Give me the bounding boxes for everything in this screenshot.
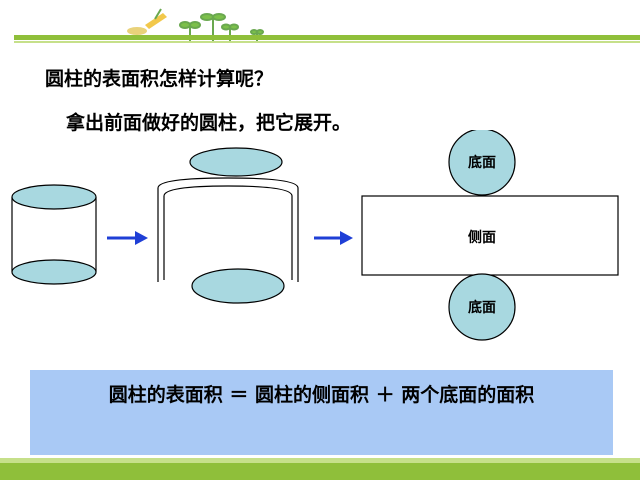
question-heading: 圆柱的表面积怎样计算呢？: [45, 68, 274, 90]
instruction-text: 拿出前面做好的圆柱，把它展开。: [66, 112, 352, 134]
side-label: 侧面: [468, 229, 496, 246]
header-divider: [14, 35, 640, 40]
side-rectangle: [361, 195, 619, 276]
arrow-right-icon: [107, 231, 148, 245]
header-divider-light: [14, 41, 640, 43]
bottom-base-label: 底面: [468, 299, 496, 316]
bottom-base-circle: [448, 273, 516, 341]
opened-cylinder-shape: [157, 147, 299, 304]
cylinder-unfold-diagram: 底面 侧面 底面: [11, 130, 619, 341]
formula-box: 圆柱的表面积 ＝ 圆柱的侧面积 ＋ 两个底面的面积: [30, 370, 613, 455]
top-base-circle: [448, 130, 516, 196]
footer-bar-light: [0, 458, 640, 463]
arrow-right-icon: [314, 231, 353, 245]
top-base-label: 底面: [468, 154, 496, 171]
footer-bar: [0, 463, 640, 480]
sprout-decoration-icon: [115, 5, 275, 41]
cylinder-shape: [11, 184, 97, 285]
